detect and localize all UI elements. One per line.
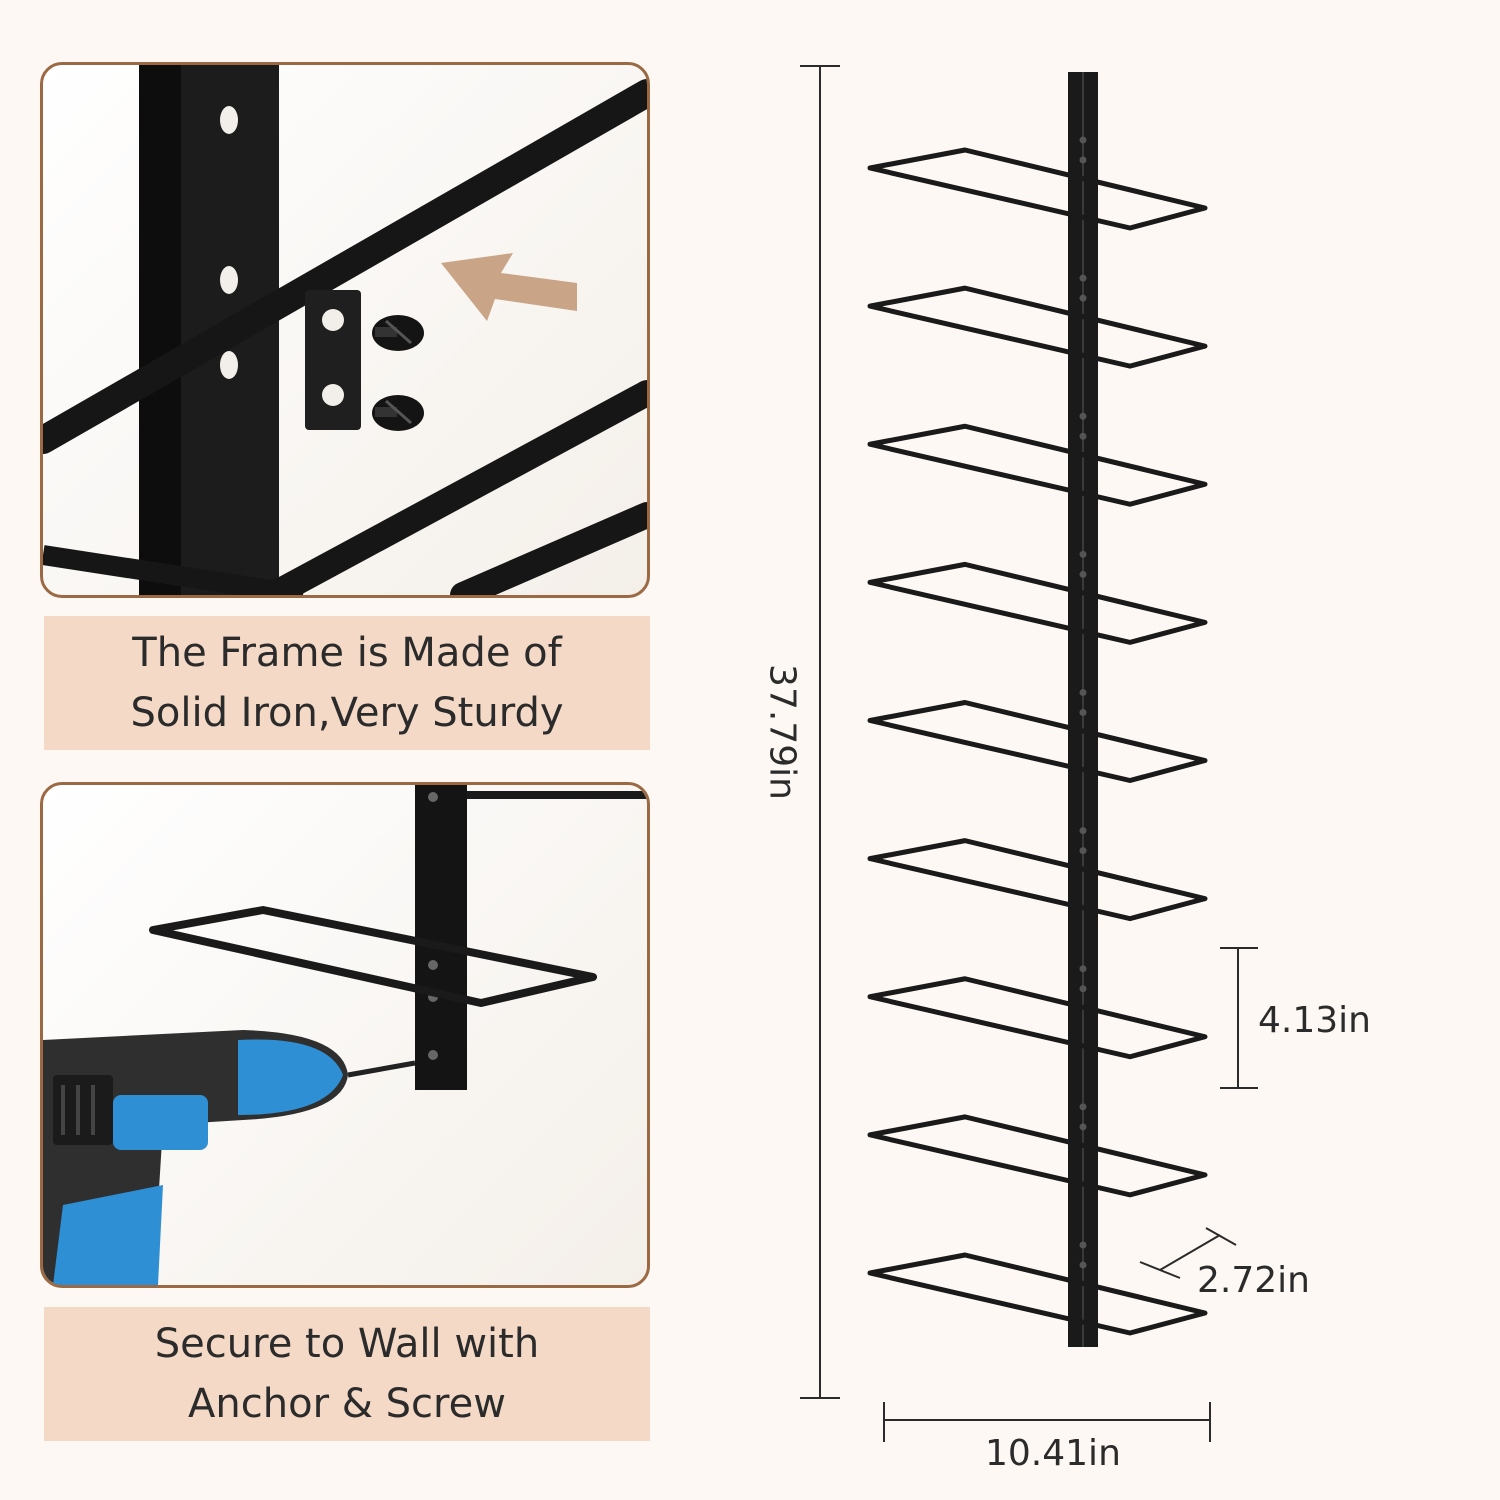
screw-dot [1079,847,1087,855]
screw-dot [1079,294,1087,302]
screw-dot [1079,570,1087,578]
wire-frame [149,906,597,1007]
caption-wall-mount: Secure to Wall with Anchor & Screw [44,1307,650,1441]
screw-dot [1079,1261,1087,1269]
width-label: 10.41in [985,1433,1121,1474]
screw-dot [1079,432,1087,440]
caption-frame-material: The Frame is Made of Solid Iron,Very Stu… [44,616,650,750]
rack-tier [867,976,1208,1060]
screw-dot [1079,156,1087,164]
depth-dimension-line [1139,1227,1237,1279]
frame-closeup-panel [40,62,650,598]
rack-rod [43,79,647,454]
vertical-post [415,785,467,1090]
screw-icon [372,395,424,431]
screw-dot [1079,985,1087,993]
rack-tiers [867,136,1208,1336]
rack-tier [867,700,1208,783]
screw-dot [1079,965,1087,973]
screw-dot [1079,1123,1087,1131]
height-dimension-line [800,65,840,1399]
screw-dot [1079,274,1087,282]
rack-tier [867,1114,1208,1198]
screw-dot [1079,1103,1087,1111]
caption-line: Anchor & Screw [188,1381,506,1427]
height-label: 37.79in [761,664,803,800]
rack-tier [867,285,1208,369]
depth-label: 2.72in [1197,1260,1310,1301]
screw-dot [1079,136,1087,144]
screw-dot [1079,1241,1087,1249]
screw-icon [372,315,424,351]
rack-tier [867,838,1208,922]
spacing-dimension-line [1220,947,1258,1089]
rack-tier [867,561,1208,645]
caption-line: Secure to Wall with [154,1321,540,1367]
width-dimension-line [883,1402,1211,1442]
wall-mount-panel [40,782,650,1288]
rack-tier [867,1252,1208,1336]
screw-dot [1079,550,1087,558]
arrow-icon [441,253,577,321]
caption-line: Solid Iron,Very Sturdy [130,690,564,736]
rack-tier [867,147,1208,231]
rack-tier [867,423,1208,507]
screw-dot [1079,412,1087,420]
drill-icon [43,1030,348,1285]
screw-dot [1079,709,1087,716]
drill-mounting-illustration [43,785,647,1285]
mounting-bracket [305,290,361,430]
caption-line: The Frame is Made of [132,630,562,676]
screw-dot [1079,689,1087,696]
screw-dot [1079,827,1087,835]
bracket-screw-illustration [43,65,647,595]
rack-dimension-diagram [800,65,1258,1442]
spacing-label: 4.13in [1258,1000,1371,1041]
